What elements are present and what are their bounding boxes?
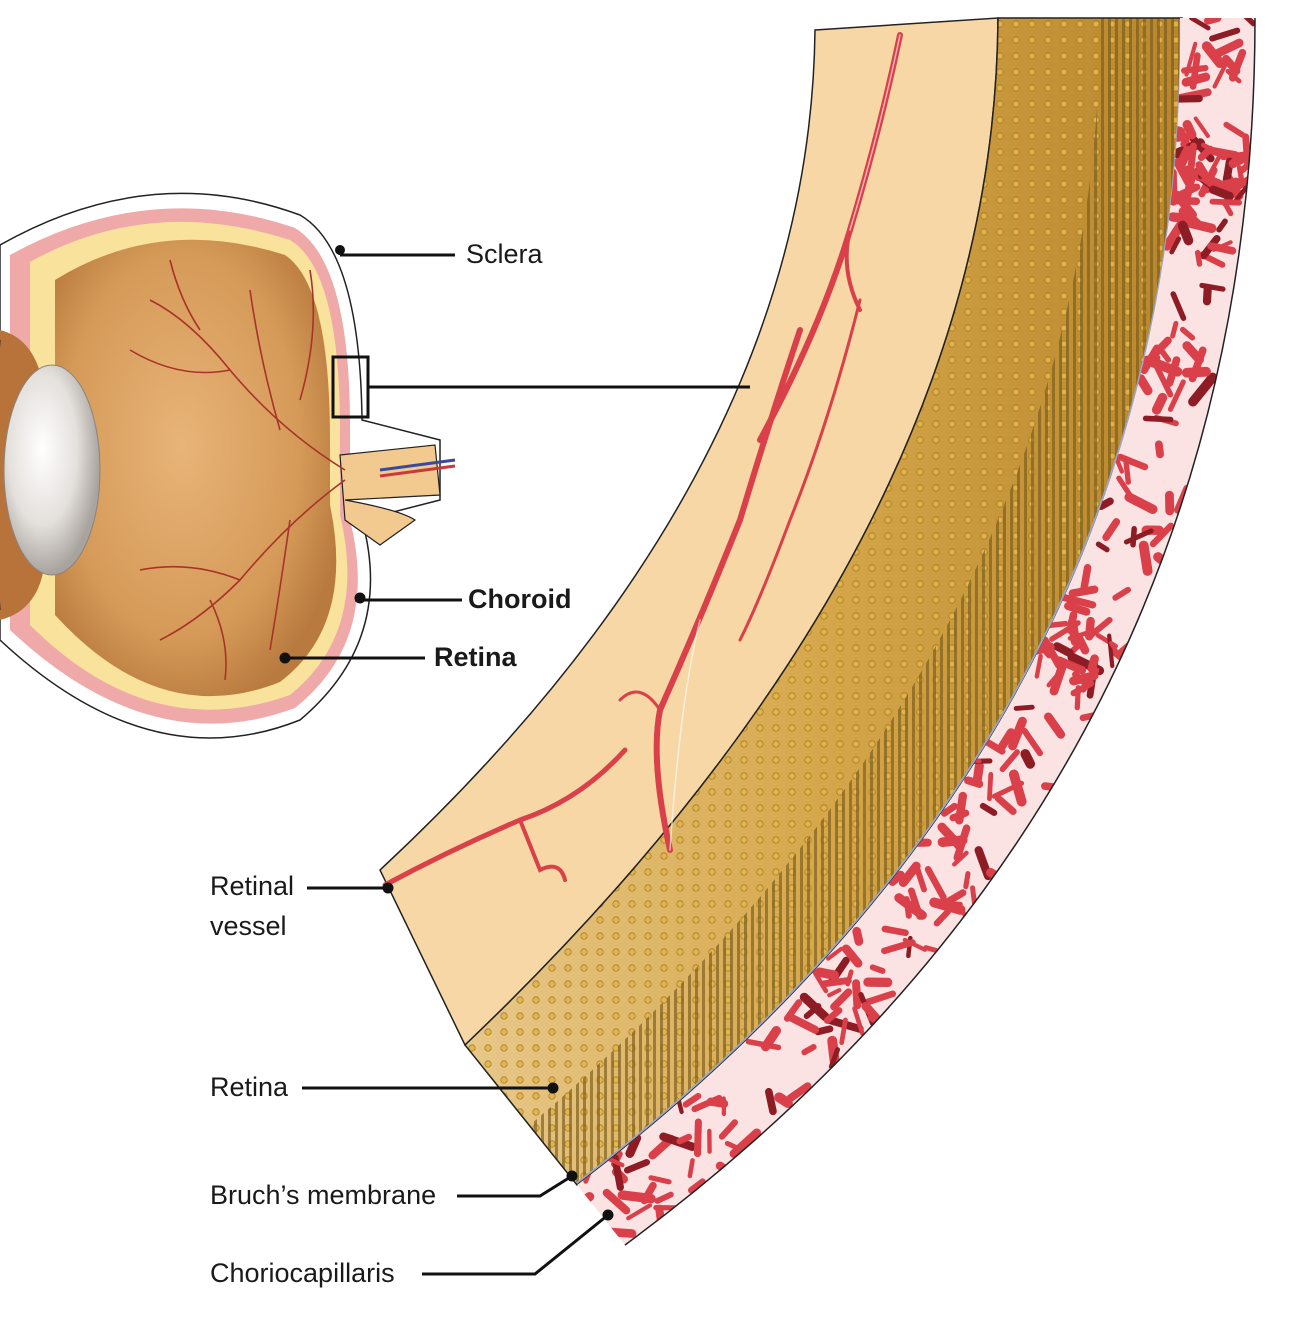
retinal-vessel-label-line1: Retinal bbox=[210, 870, 294, 904]
capillary-segment bbox=[968, 780, 979, 784]
capillary-segment bbox=[1211, 246, 1232, 251]
capillary-segment bbox=[1016, 707, 1032, 708]
capillary-segment bbox=[991, 872, 1011, 885]
capillary-segment bbox=[926, 948, 936, 951]
capillary-segment bbox=[1186, 77, 1206, 82]
capillary-segment bbox=[966, 874, 968, 887]
capillary-segment bbox=[697, 1122, 698, 1154]
capillary-segment bbox=[959, 796, 963, 820]
capillary-segment bbox=[622, 1195, 651, 1199]
capillary-segment bbox=[659, 1209, 661, 1223]
retinal-vessel-label-line2: vessel bbox=[210, 910, 287, 944]
capillary-segment bbox=[856, 983, 857, 1005]
capillary-segment bbox=[1183, 225, 1189, 240]
retina-enlarged-section bbox=[380, 13, 1262, 1245]
capillary-segment bbox=[820, 972, 835, 975]
capillary-segment bbox=[1213, 190, 1229, 196]
capillary-segment bbox=[873, 967, 883, 971]
capillary-segment bbox=[1198, 253, 1200, 264]
capillary-segment bbox=[1212, 202, 1239, 203]
choroid-label: Choroid bbox=[468, 583, 571, 617]
capillary-segment bbox=[1141, 379, 1148, 391]
capillary-segment bbox=[1126, 461, 1128, 482]
capillary-segment bbox=[977, 766, 979, 780]
capillary-segment bbox=[1173, 323, 1176, 336]
capillary-segment bbox=[1084, 568, 1088, 589]
lens bbox=[4, 365, 100, 575]
retina-section-label: Retina bbox=[210, 1071, 288, 1105]
capillary-segment bbox=[818, 1029, 830, 1032]
choriocapillaris-label: Choriocapillaris bbox=[210, 1257, 395, 1291]
capillary-segment bbox=[609, 1232, 632, 1234]
capillary-segment bbox=[1184, 68, 1205, 71]
capillary-segment bbox=[1187, 372, 1206, 373]
capillary-segment bbox=[962, 910, 973, 934]
capillary-segment bbox=[824, 981, 848, 984]
eye-cross-section bbox=[0, 193, 455, 738]
capillary-segment bbox=[1092, 659, 1095, 669]
capillary-segment bbox=[1101, 501, 1110, 506]
capillary-segment bbox=[1057, 646, 1070, 653]
choriocapillaris-leader bbox=[422, 1215, 608, 1274]
capillary-segment bbox=[1208, 18, 1218, 21]
bruchs-leader bbox=[457, 1176, 572, 1196]
capillary-segment bbox=[989, 774, 990, 798]
capillary-segment bbox=[1025, 754, 1030, 764]
capillary-segment bbox=[1159, 444, 1160, 454]
capillary-segment bbox=[871, 1018, 895, 1032]
capillary-segment bbox=[1157, 398, 1163, 410]
capillary-segment bbox=[1191, 146, 1194, 170]
capillary-segment bbox=[573, 1197, 589, 1208]
capillary-segment bbox=[1080, 639, 1085, 650]
bruchs-membrane-label: Bruch’s membrane bbox=[210, 1179, 436, 1213]
capillary-segment bbox=[1077, 688, 1078, 708]
capillary-segment bbox=[1146, 418, 1171, 419]
capillary-segment bbox=[857, 931, 859, 941]
capillary-segment bbox=[1068, 606, 1086, 612]
capillary-segment bbox=[1207, 289, 1208, 301]
capillary-segment bbox=[779, 1097, 788, 1103]
retina-eye-label: Retina bbox=[434, 641, 517, 675]
capillary-segment bbox=[885, 929, 906, 933]
capillary-segment bbox=[1181, 150, 1188, 164]
capillary-segment bbox=[1144, 546, 1148, 571]
capillary-segment bbox=[769, 1092, 773, 1112]
capillary-segment bbox=[690, 1160, 693, 1176]
capillary-segment bbox=[680, 1137, 689, 1141]
sclera-label: Sclera bbox=[466, 238, 543, 272]
